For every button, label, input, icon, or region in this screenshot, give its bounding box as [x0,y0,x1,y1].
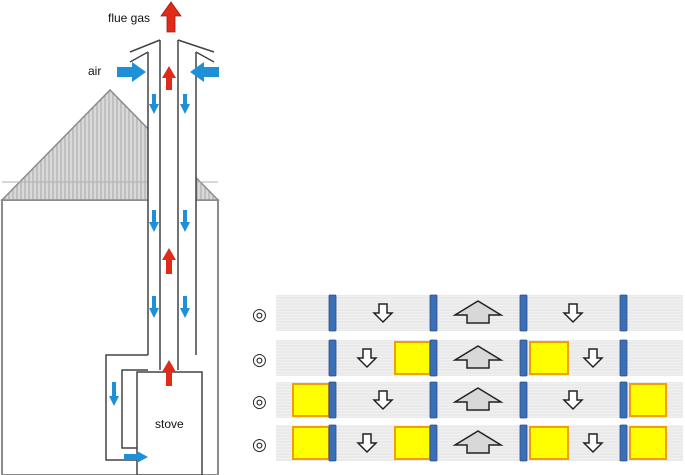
channel-separator [619,381,628,419]
down-flow-arrow-icon [356,433,378,454]
channel-separator [519,339,528,377]
insulation-block [629,426,667,460]
air-label: air [88,64,101,78]
up-flow-arrow-icon [452,430,504,454]
flue-gas-arrow-icon [160,1,182,33]
variant-symbol-icon: ◎ [252,305,267,325]
air-down-arrow-icon [149,296,159,318]
air-down-arrow-icon [109,382,119,406]
channel-separator [429,381,438,419]
air-in-right-arrow-icon [190,62,219,82]
air-down-arrows [109,94,190,406]
up-flow-arrow-icon [452,300,504,324]
channel-separator [519,294,528,332]
channel-separator [619,424,628,462]
stove-box [136,371,203,475]
variant-symbol-icon: ◎ [252,392,267,412]
channel-separator [328,294,337,332]
channel-separator [429,339,438,377]
channel-separator [619,339,628,377]
stove-label: stove [155,417,184,431]
channel-separator [519,424,528,462]
channel-separator [328,381,337,419]
down-flow-arrow-icon [372,303,394,324]
flow-variant-row: ◎ [252,294,683,332]
channel-separator [429,424,438,462]
flow-variant-row: ◎ [252,424,683,462]
insulation-block [292,426,330,460]
channel-separator [328,339,337,377]
flue-up-arrow-icon [162,66,176,90]
channel-separator [328,424,337,462]
channel-separator [519,381,528,419]
insulation-block [529,341,569,375]
down-flow-arrow-icon [372,390,394,411]
insulation-block [629,383,667,417]
insulation-block [394,426,431,460]
down-flow-arrow-icon [562,303,584,324]
air-down-arrow-icon [149,94,159,114]
up-flow-arrow-icon [452,345,504,369]
air-down-arrow-icon [180,210,190,232]
down-flow-arrow-icon [582,348,604,369]
air-down-arrow-icon [180,296,190,318]
flow-variants: ◎ ◎ ◎ ◎ [252,294,683,462]
down-flow-arrow-icon [582,433,604,454]
flow-variant-row: ◎ [252,381,683,419]
down-flow-arrow-icon [356,348,378,369]
flue-gas-label: flue gas [108,11,150,25]
insulation-block [394,341,431,375]
insulation-block [529,426,569,460]
flue-up-arrow-icon [162,360,176,386]
up-flow-arrow-icon [452,387,504,411]
variant-symbol-icon: ◎ [252,435,267,455]
down-flow-arrow-icon [562,390,584,411]
insulation-block [292,383,330,417]
air-down-arrow-icon [149,210,159,232]
air-in-left-arrow-icon [117,62,146,82]
flow-variant-row: ◎ [252,339,683,377]
flue-up-arrow-icon [162,248,176,274]
variant-symbol-icon: ◎ [252,350,267,370]
air-into-stove-arrow-icon [124,451,148,463]
air-down-arrow-icon [180,94,190,114]
channel-separator [619,294,628,332]
channel-separator [429,294,438,332]
